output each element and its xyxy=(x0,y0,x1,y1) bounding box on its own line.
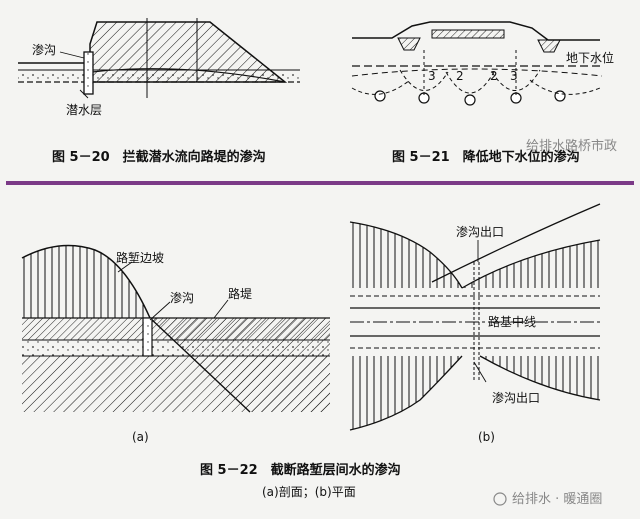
figure-5-20: 渗沟 潜水层 图 5－20 拦截潜水流向路堤的渗沟 xyxy=(18,18,300,165)
subcaption-fig-5-22: (a)剖面；(b)平面 xyxy=(262,485,356,499)
plan-upper-right-slope xyxy=(462,240,600,288)
watermark-bottom-group: 给排水 · 暖通圈 xyxy=(493,492,602,507)
figure-5-22-panel-a: 路堑边坡 渗沟 路堤 (a) xyxy=(21,244,330,444)
plan-lower-right-slope xyxy=(480,356,600,400)
section-divider xyxy=(6,181,634,185)
label-seepage-ditch-a: 渗沟 xyxy=(170,290,194,305)
road-profile xyxy=(352,21,600,41)
pavement xyxy=(431,29,505,39)
cut-slope-hill xyxy=(22,245,150,318)
plan-upper-left-slope xyxy=(350,222,462,288)
right-ditch xyxy=(537,39,561,53)
left-ditch xyxy=(397,37,421,51)
label-num-3-right: 3 xyxy=(510,69,518,83)
label-num-3-left: 3 xyxy=(428,69,436,83)
label-outlet-bottom: 渗沟出口 xyxy=(492,390,540,405)
label-num-2-right: 2 xyxy=(490,69,498,83)
label-seepage-ditch: 渗沟 xyxy=(32,42,56,57)
caption-fig-5-21: 图 5－21 降低地下水位的渗沟 xyxy=(392,149,580,165)
label-phreatic-layer: 潜水层 xyxy=(66,103,102,117)
caption-fig-5-22: 图 5－22 截断路堑层间水的渗沟 xyxy=(200,462,401,478)
label-groundwater-level: 地下水位 xyxy=(566,50,614,65)
figure-5-22-panel-b: 渗沟出口 路基中线 渗沟出口 (b) xyxy=(349,203,601,444)
panel-b-tag: (b) xyxy=(478,430,495,444)
embankment xyxy=(150,318,330,412)
watermark-bottom: 给排水 · 暖通圈 xyxy=(512,492,602,507)
panel-a-tag: (a) xyxy=(132,430,149,444)
label-centerline: 路基中线 xyxy=(488,314,536,329)
caption-fig-5-20: 图 5－20 拦截潜水流向路堤的渗沟 xyxy=(52,149,266,165)
label-cut-slope: 路堑边坡 xyxy=(116,250,164,265)
figure-5-21: 3 2 2 3 地下水位 图 5－21 降低地下水位的渗沟 给排水路桥市政 xyxy=(351,21,617,165)
phreatic-band xyxy=(18,70,300,82)
plan-lower-left-slope xyxy=(350,356,462,430)
label-outlet-top: 渗沟出口 xyxy=(456,224,504,239)
watermark-top: 给排水路桥市政 xyxy=(526,138,617,154)
label-embankment: 路堤 xyxy=(228,286,252,301)
label-num-2-left: 2 xyxy=(456,69,464,83)
wechat-icon xyxy=(493,492,507,506)
